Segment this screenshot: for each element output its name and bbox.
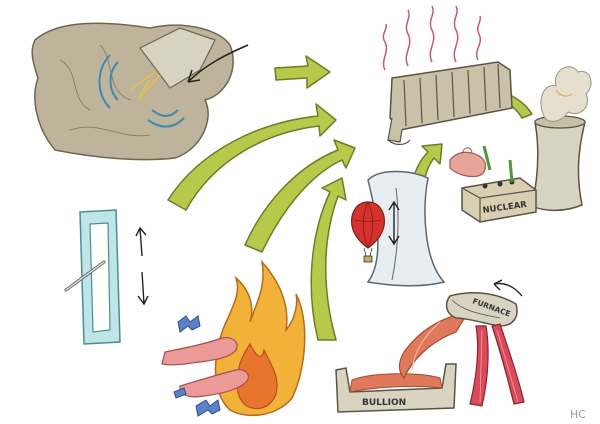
balloon-icon <box>351 201 385 263</box>
bullion-mold-icon: BULLION <box>335 363 457 413</box>
up-down-arrow-icon <box>388 200 400 246</box>
nuclear-box-icon: NUCLEAR <box>461 145 537 223</box>
cold-air-icon <box>173 315 221 417</box>
up-down-arrow-icon <box>135 226 149 306</box>
heat-waves-icon <box>382 5 482 71</box>
signature-label: HC <box>570 408 586 421</box>
arrow-curve-bullion <box>310 177 347 341</box>
green-arrows <box>167 55 533 341</box>
pointer-arrow-icon <box>187 44 249 83</box>
rotation-arrow-icon <box>493 279 523 297</box>
furnace-icon: FURNACE <box>445 291 525 407</box>
hand-icon <box>161 337 249 398</box>
mountain-icon <box>366 170 446 287</box>
bullion-label: BULLION <box>362 398 406 408</box>
hand-icon <box>449 147 487 178</box>
cooling-tower-icon <box>531 66 592 212</box>
door-handle-icon <box>64 209 121 345</box>
bag-icon <box>31 22 234 161</box>
sound-waves-icon <box>98 54 185 128</box>
radiator-icon <box>387 61 513 146</box>
arrow-curve-fire <box>244 139 356 253</box>
molten-pour-icon <box>398 311 470 380</box>
arrow-right-short <box>274 55 331 89</box>
arrow-curve-door <box>167 103 337 211</box>
